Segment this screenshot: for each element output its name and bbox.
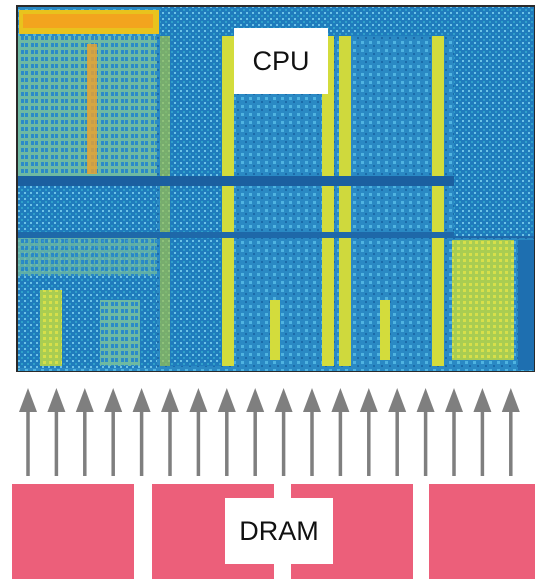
up-arrow — [501, 388, 520, 476]
up-arrow — [274, 388, 293, 476]
up-arrow — [359, 388, 378, 476]
up-arrow — [445, 388, 463, 476]
up-arrow — [473, 388, 492, 476]
dram-label: DRAM — [225, 498, 333, 564]
up-arrow — [75, 388, 94, 476]
up-arrow — [47, 388, 66, 476]
up-arrow — [104, 388, 123, 476]
cpu-die-image — [16, 5, 535, 372]
cpu-label: CPU — [234, 28, 328, 94]
up-arrow — [132, 388, 151, 476]
up-arrow — [189, 388, 208, 476]
up-arrow — [331, 388, 350, 476]
up-arrow — [19, 388, 37, 476]
up-arrow — [388, 388, 407, 476]
dram-block-4 — [429, 484, 535, 579]
up-arrow — [217, 388, 236, 476]
up-arrow — [416, 388, 435, 476]
up-arrow — [303, 388, 321, 476]
dram-block-1 — [12, 484, 134, 579]
up-arrow — [161, 388, 179, 476]
data-transfer-arrows — [19, 388, 520, 476]
up-arrow — [246, 388, 265, 476]
